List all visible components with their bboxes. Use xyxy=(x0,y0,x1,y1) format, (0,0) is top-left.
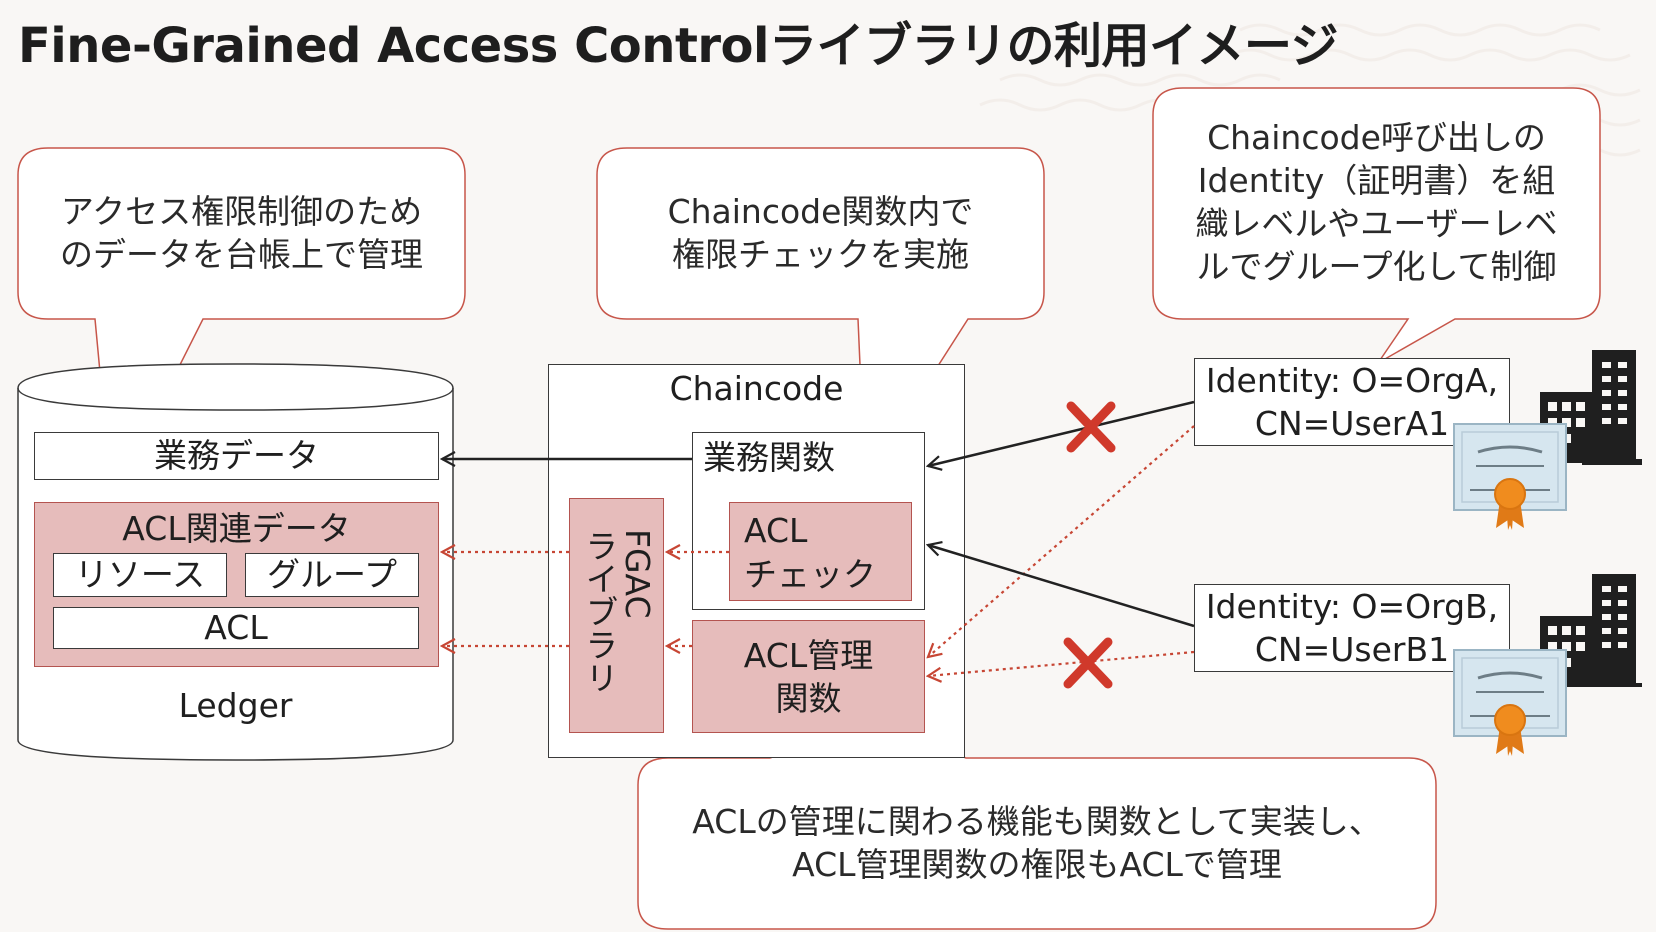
building-windows xyxy=(1548,586,1627,667)
identity-callout-text: Chaincode呼び出しの Identity（証明書）を組 織レベルやユーザー… xyxy=(1153,116,1600,288)
identity-orgb-line2: CN=UserB1 xyxy=(1254,630,1450,669)
chaincode-callout-text: Chaincode関数内で 権限チェックを実施 xyxy=(597,190,1044,276)
identity-orgb-line1: Identity: O=OrgB, xyxy=(1205,587,1499,626)
ledger-label: Ledger xyxy=(178,686,293,725)
identity-orga-line1: Identity: O=OrgA, xyxy=(1205,361,1499,400)
fgac-label-line1: FGAC xyxy=(618,529,657,619)
business-data-box: 業務データ xyxy=(34,432,439,480)
acl-data-box: ACL関連データ リソース グループ ACL xyxy=(34,502,439,667)
resource-label: リソース xyxy=(74,555,206,594)
resource-box: リソース xyxy=(53,553,227,597)
acl-check-box: ACL チェック xyxy=(729,502,912,601)
page-title: Fine-Grained Access Controlライブラリの利用イメージ xyxy=(18,18,1339,74)
ledger-callout-line2: のデータを台帳上で管理 xyxy=(60,235,423,274)
deny-x-icon xyxy=(1066,401,1116,453)
identity-callout-line1: Chaincode呼び出しの xyxy=(1207,118,1546,157)
identity-callout-line4: ルでグループ化して制御 xyxy=(1196,247,1557,286)
identity-callout-line3: 織レベルやユーザーレベ xyxy=(1195,204,1558,243)
fgac-library-box: FGAC ライブラリ xyxy=(569,498,664,733)
arrow-orga-to-business-func xyxy=(928,400,1195,466)
business-data-label: 業務データ xyxy=(154,436,319,475)
acl-table-box: ACL xyxy=(53,607,419,649)
ledger-callout-line1: アクセス権限制御のため xyxy=(60,192,423,231)
acl-callout-bubble xyxy=(637,723,1437,930)
acl-callout-text: ACLの管理に関わる機能も関数として実装し、 ACL管理関数の権限もACLで管理 xyxy=(638,800,1436,886)
arrow-orgb-to-business-func xyxy=(928,545,1195,628)
acl-data-label: ACL関連データ xyxy=(122,509,351,548)
acl-callout-line1: ACLの管理に関わる機能も関数として実装し、 xyxy=(692,802,1382,841)
identity-callout-line2: Identity（証明書）を組 xyxy=(1197,161,1556,200)
acl-mgmt-line2: 関数 xyxy=(775,679,842,718)
identity-orga-line2: CN=UserA1 xyxy=(1254,404,1450,443)
group-label: グループ xyxy=(266,555,398,594)
group-box: グループ xyxy=(245,553,419,597)
acl-check-line2: チェック xyxy=(744,555,876,594)
ledger-callout-text: アクセス権限制御のため のデータを台帳上で管理 xyxy=(18,190,465,276)
fgac-label-line2: ライブラリ xyxy=(580,529,619,694)
acl-mgmt-line1: ACL管理 xyxy=(743,636,874,675)
fgac-library-label: FGAC ライブラリ xyxy=(578,529,657,719)
acl-check-line1: ACL xyxy=(744,511,808,550)
chaincode-callout-line1: Chaincode関数内で xyxy=(667,192,974,231)
business-function-label: 業務関数 xyxy=(703,438,835,477)
certificate-icon xyxy=(1453,649,1567,756)
chaincode-label: Chaincode xyxy=(669,369,844,408)
acl-callout-line2: ACL管理関数の権限もACLで管理 xyxy=(792,845,1282,884)
identity-callout-bubble xyxy=(1152,87,1601,364)
arrow-orga-to-acl-mgmt xyxy=(928,425,1195,657)
deny-x-icon xyxy=(1063,637,1113,689)
chaincode-callout-line2: 権限チェックを実施 xyxy=(672,235,969,274)
acl-management-function-box: ACL管理 関数 xyxy=(692,620,925,733)
certificate-icon xyxy=(1453,423,1567,530)
arrow-orgb-to-acl-mgmt xyxy=(928,650,1195,676)
acl-table-label: ACL xyxy=(204,608,268,647)
